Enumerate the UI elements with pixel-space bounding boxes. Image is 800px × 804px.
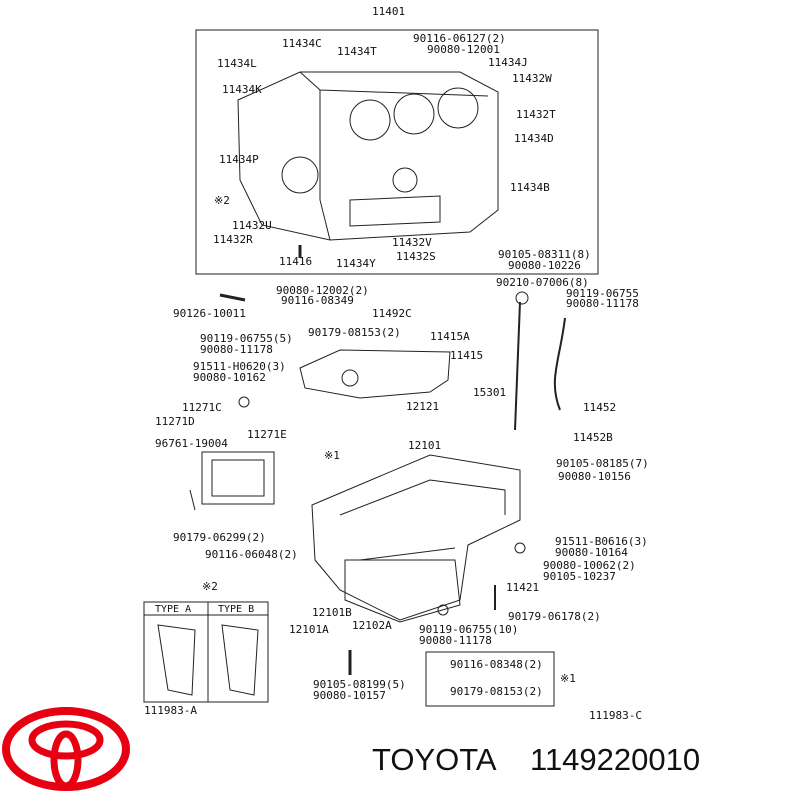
callout-11434Y: 11434Y (336, 257, 376, 270)
callout-90080-10157: 90080-10157 (313, 689, 386, 702)
callout-note-1-b: ※1 (560, 672, 576, 685)
callout-note-2-b: ※2 (202, 580, 218, 593)
callout-90080-10156: 90080-10156 (558, 470, 631, 483)
callout-90080-11178-a: 90080-11178 (566, 297, 639, 310)
callout-11432W: 11432W (512, 72, 552, 85)
callout-90080-10164: 90080-10164 (555, 546, 628, 559)
callout-15301: 15301 (473, 386, 507, 399)
callout-11492C: 11492C (372, 307, 412, 320)
brand-name: TOYOTA (372, 742, 497, 777)
callout-11452: 11452 (583, 401, 617, 414)
callout-11416: 11416 (279, 255, 313, 268)
callout-11432V: 11432V (392, 236, 432, 249)
type-b-label: TYPE B (218, 604, 255, 615)
callout-90119-06755-10: 90119-06755(10) (419, 623, 519, 636)
callout-11434K: 11434K (222, 83, 262, 96)
callout-11432R: 11432R (213, 233, 253, 246)
callout-111983-A: 111983-A (144, 704, 197, 717)
callout-11432S: 11432S (396, 250, 436, 263)
callout-90179-08153-b: 90179-08153(2) (450, 685, 543, 698)
callout-11421: 11421 (506, 581, 540, 594)
callout-12102A: 12102A (352, 619, 392, 632)
callout-11434C: 11434C (282, 37, 322, 50)
callout-90080-12002: 90080-12002(2) (276, 284, 369, 297)
part-number: 1149220010 (530, 742, 701, 777)
callout-11434T: 11434T (337, 45, 377, 58)
engine-block (237, 71, 499, 241)
callout-90080-11178-b: 90080-11178 (200, 343, 273, 356)
callout-90126-10011: 90126-10011 (173, 307, 246, 320)
callout-90119-06755: 90119-06755 (566, 287, 639, 300)
callout-11271E: 11271E (247, 428, 287, 441)
oil-pan (311, 454, 521, 621)
callout-90105-08185: 90105-08185(7) (556, 457, 649, 470)
gasket (201, 451, 275, 505)
callout-11271D: 11271D (155, 415, 195, 428)
callout-11432U: 11432U (232, 219, 272, 232)
callout-90080-10062: 90080-10062(2) (543, 559, 636, 572)
dipstick-guide (553, 317, 566, 411)
callout-111983-C: 111983-C (589, 709, 642, 722)
callout-90080-10162: 90080-10162 (193, 371, 266, 384)
callout-11434P: 11434P (219, 153, 259, 166)
oil-dipstick (514, 301, 521, 431)
callout-11434L: 11434L (217, 57, 257, 70)
callout-90105-10237: 90105-10237 (543, 570, 616, 583)
callout-90105-08199: 90105-08199(5) (313, 678, 406, 691)
callout-90116-08349: 90116-08349 (281, 294, 354, 307)
callout-11271C: 11271C (182, 401, 222, 414)
callout-90080-12001: 90080-12001 (427, 43, 500, 56)
callout-90210-07006: 90210-07006(8) (496, 276, 589, 289)
callout-90119-06755-5: 90119-06755(5) (200, 332, 293, 345)
callout-91511-H0620: 91511-H0620(3) (193, 360, 286, 373)
callout-11415A: 11415A (430, 330, 470, 343)
callout-note-2: ※2 (214, 194, 230, 207)
callout-90116-08348: 90116-08348(2) (450, 658, 543, 671)
callout-90116-06127: 90116-06127(2) (413, 32, 506, 45)
callout-12101A: 12101A (289, 623, 329, 636)
callout-96761-19004: 96761-19004 (155, 437, 228, 450)
callout-11452B: 11452B (573, 431, 613, 444)
bolt-inset-box (425, 651, 555, 707)
callout-12101B: 12101B (312, 606, 352, 619)
callout-note-1-a: ※1 (324, 449, 340, 462)
callout-12101: 12101 (408, 439, 442, 452)
callout-90116-06048: 90116-06048(2) (205, 548, 298, 561)
engine-block-frame (195, 29, 599, 275)
callout-11434B: 11434B (510, 181, 550, 194)
callout-91511-B0616: 91511-B0616(3) (555, 535, 648, 548)
toyota-logo-icon (2, 707, 130, 791)
callout-90080-10226: 90080-10226 (508, 259, 581, 272)
callout-11434D: 11434D (514, 132, 554, 145)
callout-90179-08153-a: 90179-08153(2) (308, 326, 401, 339)
callout-11434J: 11434J (488, 56, 528, 69)
callout-90179-06178: 90179-06178(2) (508, 610, 601, 623)
callout-90105-08311: 90105-08311(8) (498, 248, 591, 261)
callout-90179-06299: 90179-06299(2) (173, 531, 266, 544)
baffle-plate (299, 349, 451, 399)
callout-11401: 11401 (372, 5, 406, 18)
type-inset-box (143, 601, 269, 703)
callout-90080-11178-c: 90080-11178 (419, 634, 492, 647)
callout-12121: 12121 (406, 400, 440, 413)
callout-11432T: 11432T (516, 108, 556, 121)
callout-11415: 11415 (450, 349, 484, 362)
type-a-label: TYPE A (155, 604, 192, 615)
